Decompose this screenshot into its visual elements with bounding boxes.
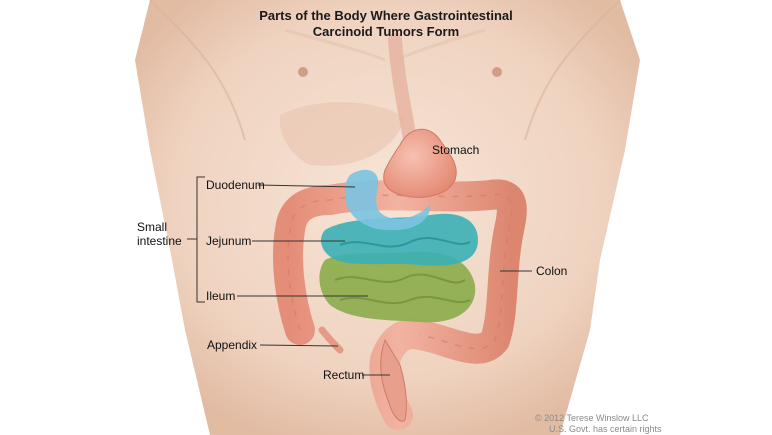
liver-shadow [279, 102, 405, 166]
copyright-line2: U.S. Govt. has certain rights [549, 424, 662, 434]
appendix-shape [318, 326, 344, 354]
appendix-label: Appendix [207, 338, 258, 352]
leader-lines [187, 176, 532, 376]
colon-shape [273, 179, 527, 430]
ileum-label: Ileum [206, 289, 236, 303]
copyright-line1: © 2012 Terese Winslow LLC [535, 413, 649, 423]
duodenum-shape [345, 169, 431, 231]
jejunum-label: Jejunum [206, 234, 252, 248]
colon-label: Colon [536, 264, 568, 278]
rectum-label: Rectum [323, 368, 365, 382]
figure-title-line1: Parts of the Body Where Gastrointestinal [259, 8, 513, 23]
small-intestine-label-line2: intestine [137, 234, 182, 248]
ileum-shape [319, 251, 476, 323]
stomach-shape [383, 128, 457, 198]
rectum-shape [380, 338, 407, 422]
stomach-label: Stomach [432, 143, 480, 157]
duodenum-label: Duodenum [206, 178, 265, 192]
appendix-leader [259, 344, 339, 347]
jejunum-shape [320, 213, 478, 266]
duodenum-leader [257, 184, 356, 188]
small-intestine-label-line1: Small [137, 220, 168, 234]
figure-title-line2: Carcinoid Tumors Form [312, 24, 460, 39]
